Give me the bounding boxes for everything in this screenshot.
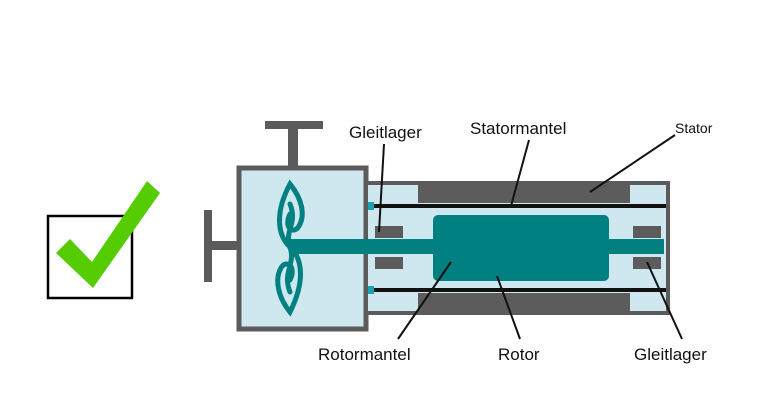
stator-top	[418, 183, 630, 203]
bearing-left-bottom	[375, 257, 403, 269]
bearing-left-top	[375, 226, 403, 238]
side-handle	[204, 210, 242, 282]
bearing-right-top	[633, 226, 661, 238]
label-stator: Stator	[675, 120, 713, 136]
label-rotormantel: Rotormantel	[318, 345, 411, 364]
label-gleitlager-bottom: Gleitlager	[634, 345, 707, 364]
stator-bottom	[418, 293, 630, 313]
label-statormantel: Statormantel	[470, 119, 566, 138]
seal-bottom	[368, 286, 374, 294]
leader-lines	[378, 134, 683, 340]
seal-top	[368, 202, 374, 210]
rotor-body	[433, 215, 609, 281]
label-gleitlager-top: Gleitlager	[349, 123, 422, 142]
top-handle	[265, 121, 323, 169]
checkbox-checked-icon	[46, 181, 160, 300]
impeller-icon	[275, 179, 305, 317]
label-rotor: Rotor	[498, 345, 540, 364]
statormantel-top	[370, 204, 666, 208]
statormantel-bottom	[370, 288, 666, 292]
